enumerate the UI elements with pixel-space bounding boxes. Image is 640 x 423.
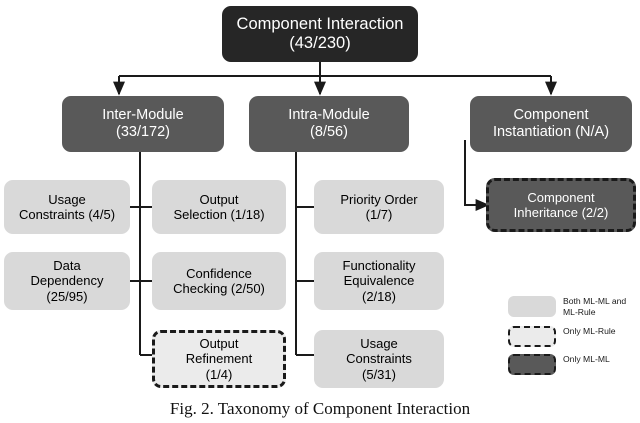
node-data-dependency[interactable]: Data Dependency (25/95) — [4, 252, 130, 310]
legend-item-only-ml-rule: Only ML-Rule — [508, 325, 640, 347]
node-label: Component Interaction (43/230) — [236, 14, 404, 52]
node-label: Output Selection (1/18) — [173, 191, 265, 222]
node-functionality-equivalence[interactable]: Functionality Equivalence (2/18) — [314, 252, 444, 310]
node-label: Usage Constraints (5/31) — [346, 336, 412, 382]
node-label: Data Dependency (25/95) — [30, 258, 104, 304]
node-label: Confidence Checking (2/50) — [173, 265, 265, 296]
legend: Both ML-ML and ML-Rule Only ML-Rule Only… — [508, 296, 640, 382]
legend-swatch-only-ml-rule-icon — [508, 325, 556, 347]
node-usage-constraints-intra[interactable]: Usage Constraints (5/31) — [314, 330, 444, 388]
legend-item-both: Both ML-ML and ML-Rule — [508, 296, 640, 319]
node-inter-module[interactable]: Inter-Module (33/172) — [62, 96, 224, 152]
node-label: Output Refinement (1/4) — [185, 336, 253, 382]
node-priority-order[interactable]: Priority Order (1/7) — [314, 180, 444, 234]
node-intra-module[interactable]: Intra-Module (8/56) — [249, 96, 409, 152]
node-confidence-checking[interactable]: Confidence Checking (2/50) — [152, 252, 286, 310]
figure-caption: Fig. 2. Taxonomy of Component Interactio… — [169, 399, 471, 418]
node-output-refinement[interactable]: Output Refinement (1/4) — [152, 330, 286, 388]
node-label: Inter-Module (33/172) — [102, 106, 184, 140]
legend-swatch-only-ml-ml-icon — [508, 353, 556, 375]
legend-label: Only ML-Rule — [563, 325, 616, 336]
node-label: Intra-Module (8/56) — [288, 106, 370, 140]
node-label: Priority Order (1/7) — [340, 191, 418, 222]
legend-label: Only ML-ML — [563, 353, 610, 364]
legend-swatch-both-icon — [508, 296, 556, 317]
legend-label: Both ML-ML and ML-Rule — [563, 296, 627, 318]
node-label: Usage Constraints (4/5) — [18, 191, 116, 222]
node-label: Component Instantiation (N/A) — [492, 106, 610, 140]
legend-item-only-ml-ml: Only ML-ML — [508, 353, 640, 375]
node-component-inheritance[interactable]: Component Inheritance (2/2) — [486, 178, 636, 232]
node-component-interaction[interactable]: Component Interaction (43/230) — [222, 6, 418, 62]
node-output-selection[interactable]: Output Selection (1/18) — [152, 180, 286, 234]
node-label: Component Inheritance (2/2) — [513, 189, 609, 220]
node-label: Functionality Equivalence (2/18) — [342, 258, 416, 304]
node-component-instantiation[interactable]: Component Instantiation (N/A) — [470, 96, 632, 152]
node-usage-constraints-inter[interactable]: Usage Constraints (4/5) — [4, 180, 130, 234]
